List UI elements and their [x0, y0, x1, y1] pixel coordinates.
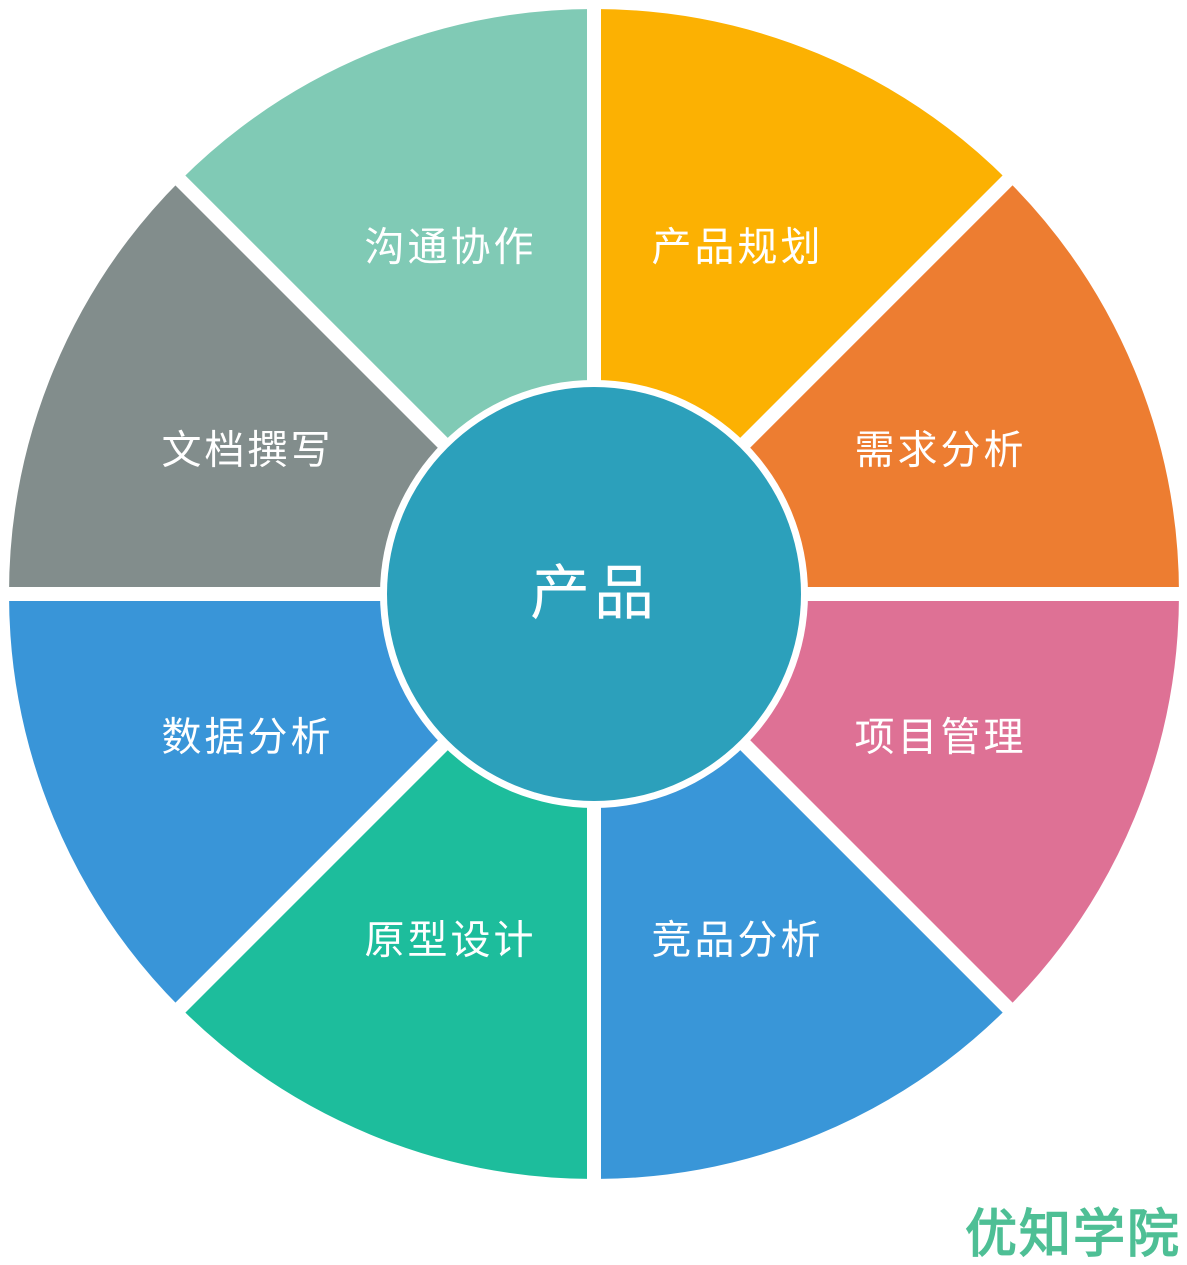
segment-label-product-planning: 产品规划: [652, 225, 824, 271]
outer-rim: [0, 0, 1187, 1190]
center-hub: 产品: [380, 380, 808, 808]
segment-label-requirement-analysis: 需求分析: [855, 428, 1027, 474]
center-label: 产品: [530, 559, 658, 629]
center-disc: [387, 387, 801, 801]
segment-label-prototype-design: 原型设计: [365, 918, 537, 964]
segment-label-project-management: 项目管理: [855, 715, 1027, 761]
segment-label-competitor-analysis: 竞品分析: [652, 918, 824, 964]
segment-label-data-analysis: 数据分析: [162, 715, 334, 761]
watermark-logo: 优知学院: [964, 1205, 1181, 1265]
segment-label-communication: 沟通协作: [365, 225, 537, 271]
segment-label-documentation: 文档撰写: [162, 428, 334, 474]
